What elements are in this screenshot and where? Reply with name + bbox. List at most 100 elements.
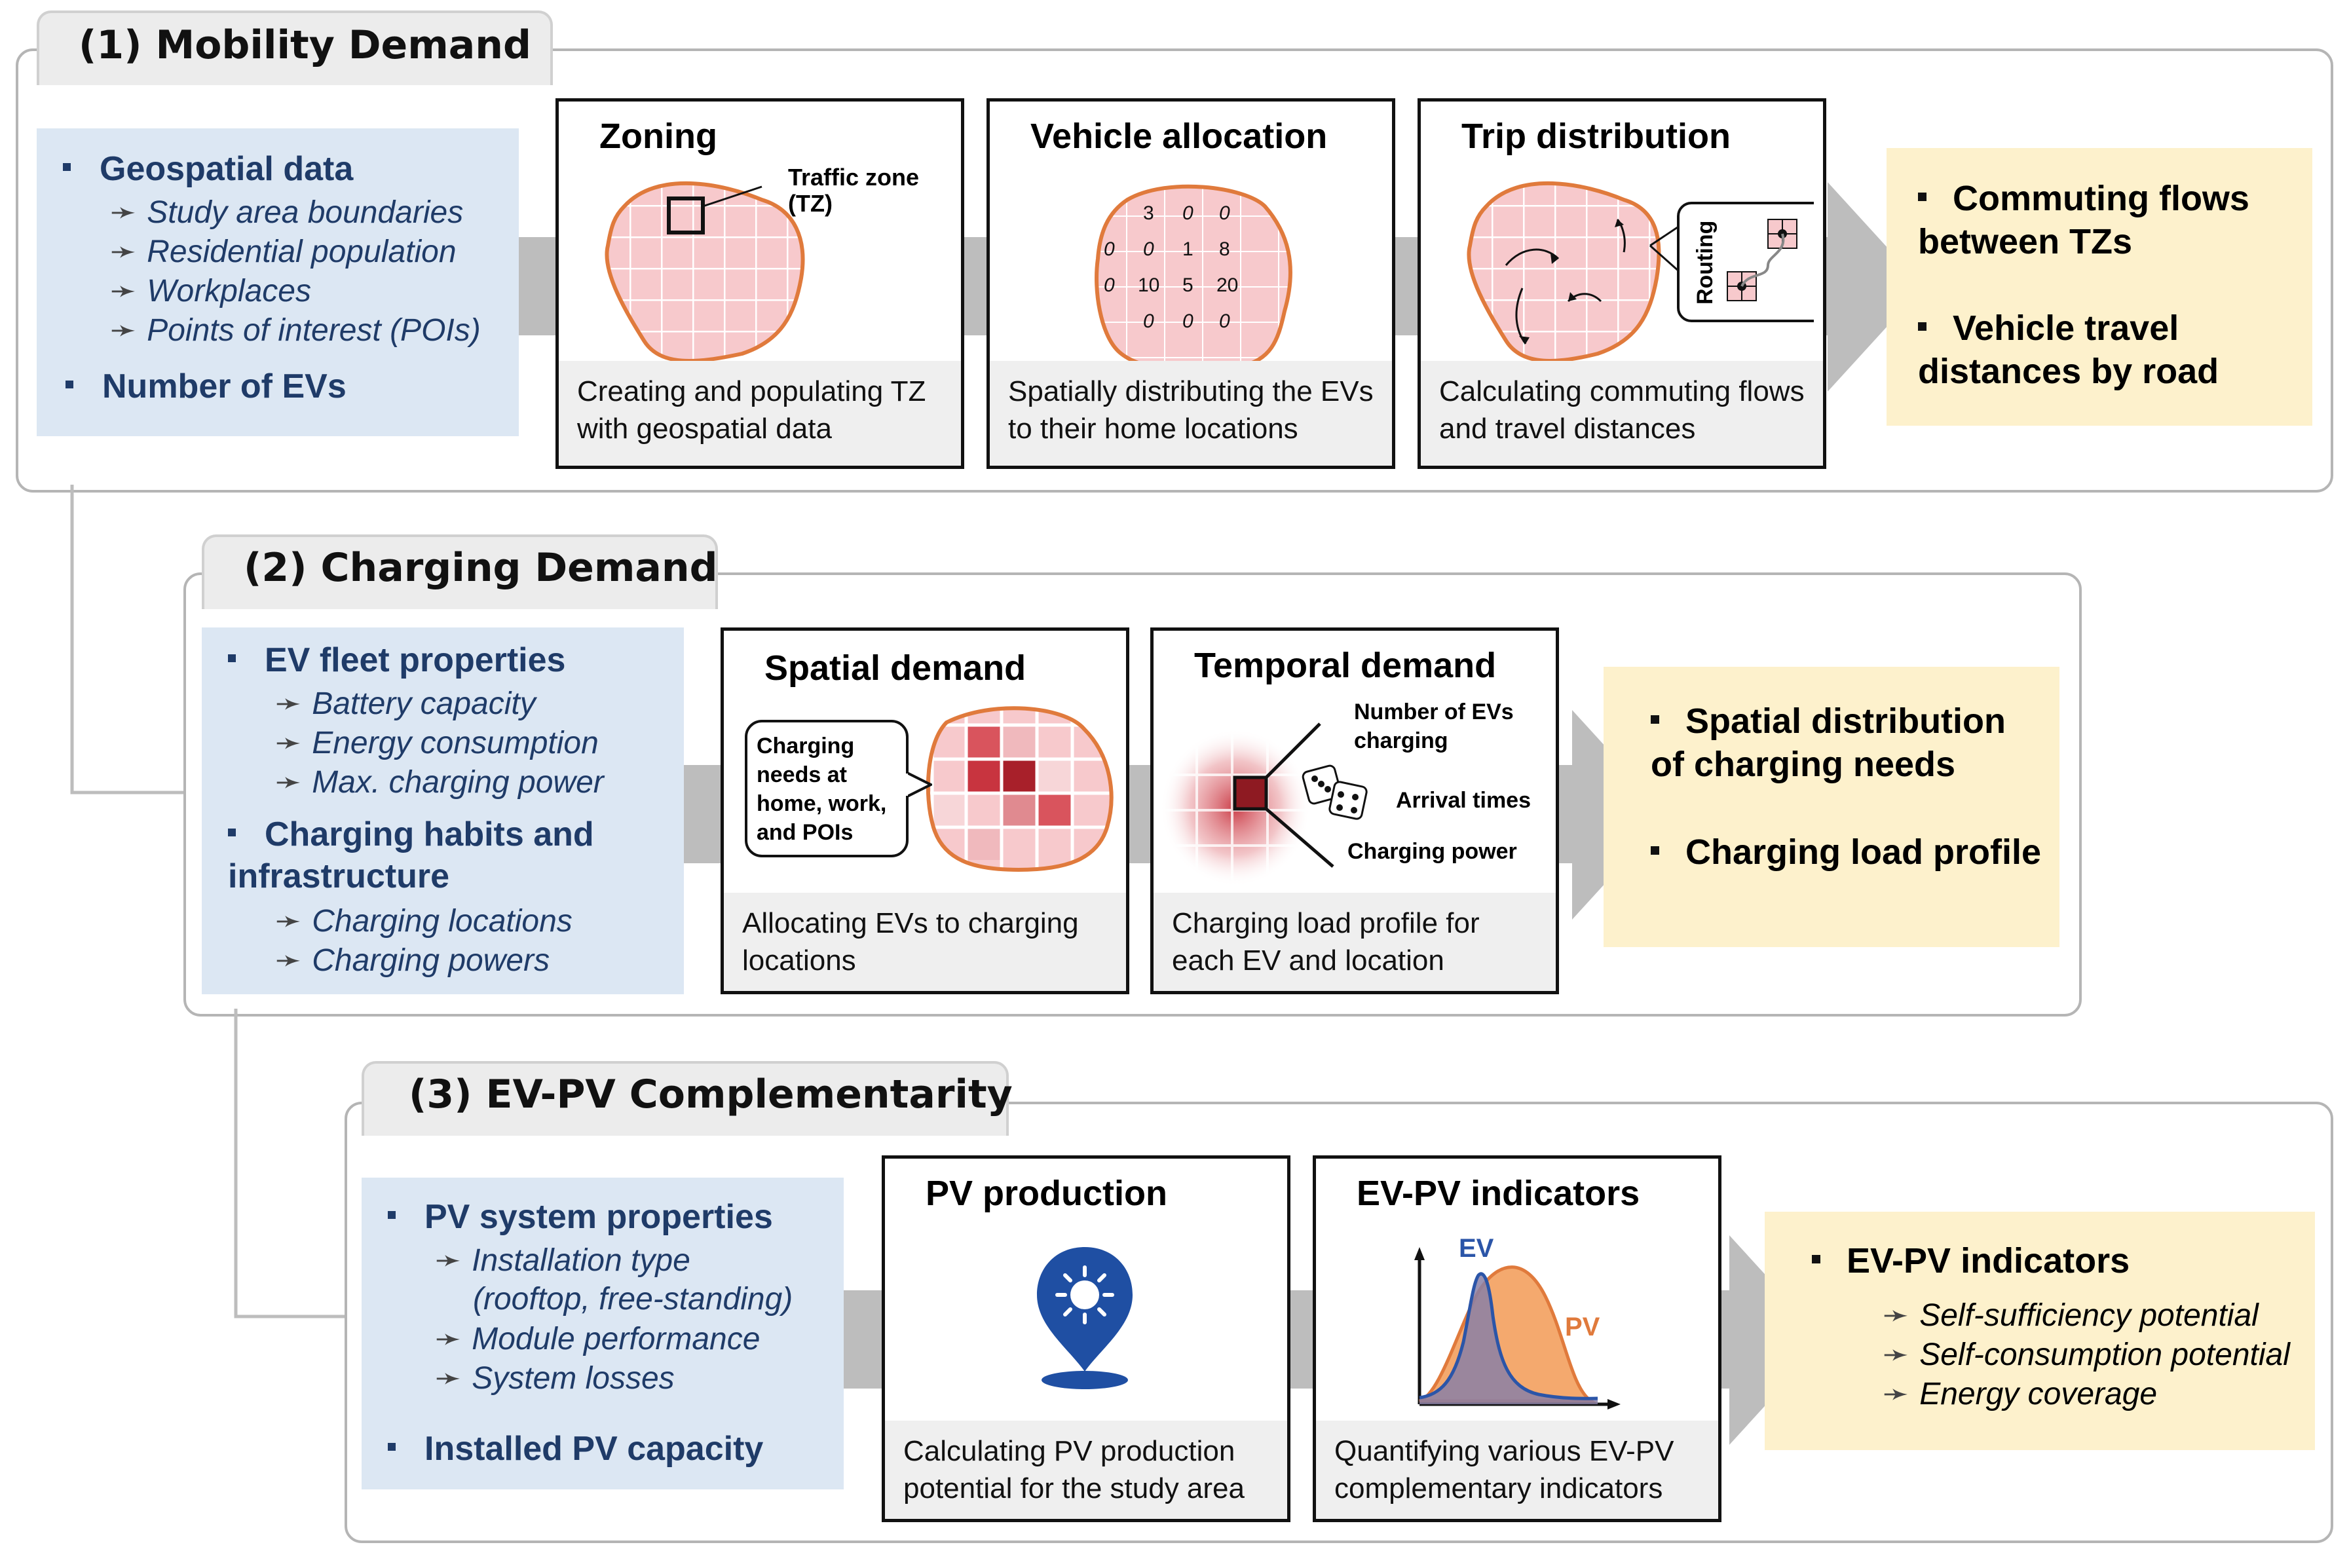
step-title: Zoning — [599, 117, 717, 156]
input-item: ➛Points of interest (POIs) — [110, 313, 481, 348]
zone-grid-map-icon: 3 0 0 0 0 1 8 0 10 5 20 0 0 0 — [1095, 184, 1292, 372]
step-vehicle-allocation: Vehicle allocation 3 0 0 0 0 1 8 0 10 5 … — [987, 98, 1395, 469]
ev-pv-curve-icon: EV PV — [1414, 1234, 1621, 1409]
section-title-1: (1) Mobility Demand — [79, 22, 531, 68]
output-item: Charging load profile — [1651, 831, 2044, 874]
step-desc: Calculating PV production potential for … — [885, 1421, 1287, 1519]
output-subitem: ➛Self-sufficiency potential — [1883, 1298, 2259, 1333]
inputs-box-2: EV fleet properties ➛Battery capacity ➛E… — [202, 627, 684, 994]
output-item: Commuting flows between TZs — [1918, 179, 2249, 261]
grid-number: 0 — [1143, 310, 1154, 332]
input-item: ➛Residential population — [110, 234, 457, 269]
connector-1-2 — [70, 485, 200, 800]
arrow-icon: ➛ — [275, 726, 302, 760]
section-title-2: (2) Charging Demand — [244, 545, 718, 591]
grid-number: 1 — [1182, 238, 1193, 260]
section-tab-1 — [37, 10, 553, 85]
step-spatial-demand: Spatial demand Charging needs at home, w… — [721, 627, 1129, 994]
arrow-icon: ➛ — [110, 234, 137, 269]
output-item: Spatial distribution of charging needs — [1651, 701, 2006, 784]
grid-number: 3 — [1143, 202, 1154, 224]
step-ev-pv-indicators: EV-PV indicators EV PV Quantifying vario… — [1313, 1155, 1721, 1522]
section-tab-2 — [202, 534, 718, 609]
arrow-icon: ➛ — [1883, 1337, 1909, 1372]
pv-curve-label: PV — [1565, 1313, 1600, 1341]
input-item: (rooftop, free-standing) — [473, 1282, 793, 1316]
arrow-icon: ➛ — [275, 904, 302, 939]
step-trip-distribution: Trip distribution Routing Calculating co… — [1418, 98, 1826, 469]
input-item: ➛Workplaces — [110, 274, 311, 308]
grid-number: 20 — [1216, 274, 1238, 296]
step-desc: Allocating EVs to charging locations — [724, 893, 1126, 991]
input-head-geospatial: Geospatial data — [63, 148, 353, 190]
flow-arrow-icon — [1828, 182, 1923, 392]
step-temporal-demand: Temporal demand Number of EVs charging A… — [1150, 627, 1559, 994]
input-item: ➛Energy consumption — [275, 726, 599, 760]
grid-number: 0 — [1104, 238, 1115, 260]
input-item: ➛Study area boundaries — [110, 195, 464, 230]
step-title: Spatial demand — [764, 648, 1026, 688]
arrow-icon: ➛ — [435, 1361, 462, 1396]
grid-number: 5 — [1182, 274, 1193, 296]
step-zoning: Zoning Traffic zone (TZ) Creating and po… — [555, 98, 964, 469]
step-desc: Calculating commuting flows and travel d… — [1421, 361, 1823, 466]
inputs-box-3: PV system properties ➛Installation type … — [362, 1178, 844, 1489]
label-number-evs: Number of EVs charging — [1354, 700, 1514, 753]
input-item: ➛Installation type — [435, 1243, 690, 1278]
outputs-box-1: Commuting flows between TZs Vehicle trav… — [1887, 148, 2312, 426]
step-desc: Spatially distributing the EVs to their … — [990, 361, 1392, 466]
input-head-pv-system: PV system properties — [388, 1196, 773, 1238]
section-title-3: (3) EV-PV Complementarity — [409, 1072, 1013, 1117]
output-subitem: ➛Self-consumption potential — [1883, 1337, 2290, 1372]
outputs-box-2: Spatial distribution of charging needs C… — [1604, 667, 2059, 947]
temporal-demand-icon — [1160, 722, 1368, 886]
input-item: ➛Max. charging power — [275, 765, 604, 800]
input-item: ➛Charging locations — [275, 904, 573, 939]
grid-number: 8 — [1219, 238, 1230, 260]
input-item: ➛System losses — [435, 1361, 675, 1396]
input-head-ev-fleet: EV fleet properties — [228, 639, 565, 681]
step-title: Trip distribution — [1461, 117, 1731, 156]
input-head-installed-pv: Installed PV capacity — [388, 1428, 763, 1470]
step-title: Temporal demand — [1194, 646, 1497, 685]
arrow-icon: ➛ — [275, 686, 302, 721]
arrow-icon: ➛ — [110, 313, 137, 348]
step-title: PV production — [926, 1174, 1167, 1213]
arrow-icon: ➛ — [1883, 1377, 1909, 1411]
arrow-icon: ➛ — [110, 195, 137, 230]
spatial-demand-map-icon — [926, 706, 1114, 872]
step-pv-production: PV production Calculating PV production … — [882, 1155, 1290, 1522]
grid-number: 0 — [1104, 274, 1115, 296]
output-item: Vehicle travel distances by road — [1918, 308, 2219, 391]
arrow-icon: ➛ — [275, 765, 302, 800]
grid-number: 0 — [1182, 202, 1193, 224]
location-pin-sun-icon — [1037, 1247, 1133, 1389]
step-desc: Charging load profile for each EV and lo… — [1154, 893, 1556, 991]
inputs-box-1: Geospatial data ➛Study area boundaries ➛… — [37, 128, 519, 436]
section-tab-3 — [362, 1061, 1009, 1136]
label-arrival-times: Arrival times — [1396, 788, 1531, 813]
ev-curve-label: EV — [1459, 1234, 1494, 1263]
callout-label: Traffic zone (TZ) — [788, 164, 920, 217]
step-desc: Creating and populating TZ with geospati… — [559, 361, 961, 466]
grid-number: 0 — [1182, 310, 1193, 332]
input-item: ➛Battery capacity — [275, 686, 536, 721]
input-head-number-evs: Number of EVs — [66, 365, 347, 407]
step-desc: Quantifying various EV-PV complementary … — [1316, 1421, 1718, 1519]
input-item: ➛Module performance — [435, 1322, 761, 1356]
grid-number: 0 — [1219, 310, 1230, 332]
output-item: EV-PV indicators — [1812, 1239, 2130, 1282]
routing-label: Routing — [1693, 221, 1718, 305]
trip-map-icon: Routing — [1467, 181, 1814, 363]
bubble-pointer — [906, 770, 932, 799]
arrow-icon: ➛ — [275, 943, 302, 978]
label-charging-power: Charging power — [1347, 839, 1517, 864]
step-title: EV-PV indicators — [1357, 1174, 1640, 1213]
outputs-box-3: EV-PV indicators ➛Self-sufficiency poten… — [1765, 1212, 2315, 1450]
arrow-icon: ➛ — [435, 1322, 462, 1356]
charging-needs-bubble: Charging needs at home, work, and POIs — [745, 720, 909, 857]
zone-map-icon — [605, 181, 805, 364]
step-title: Vehicle allocation — [1030, 117, 1328, 156]
grid-number: 0 — [1219, 202, 1230, 224]
output-subitem: ➛Energy coverage — [1883, 1377, 2158, 1411]
